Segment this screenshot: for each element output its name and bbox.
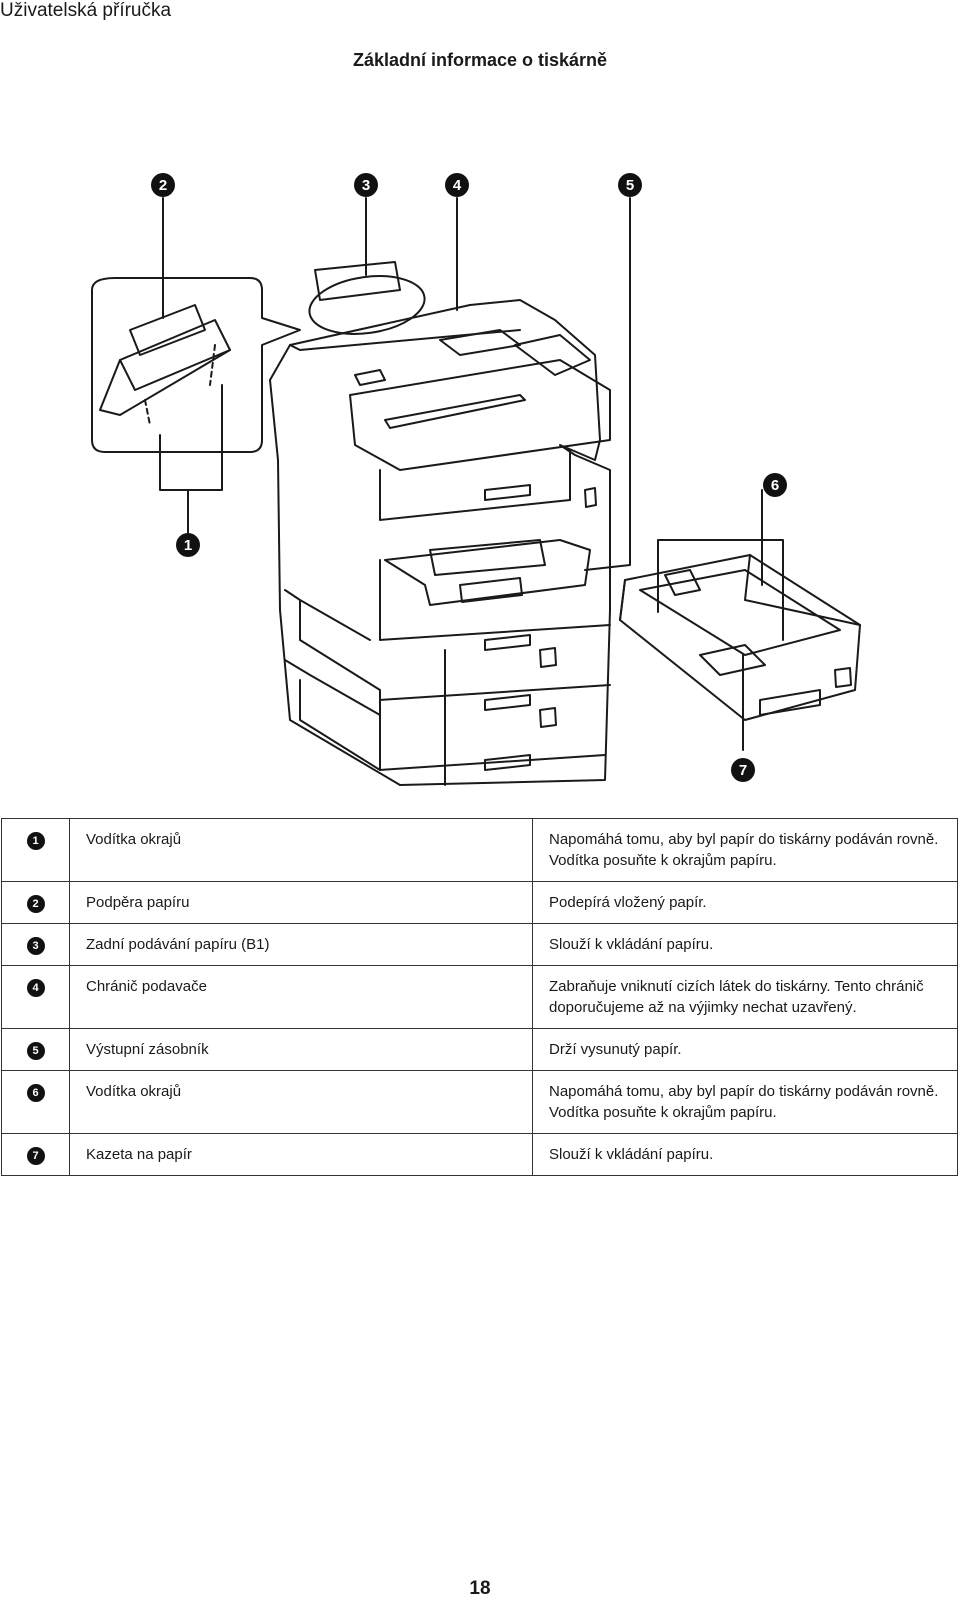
part-description: Podepírá vložený papír. [532,881,958,924]
svg-text:5: 5 [626,177,634,194]
number-badge: 2 [26,895,45,913]
part-name: Kazeta na papír [69,1133,533,1176]
table-row: 3 Zadní podávání papíru (B1) Slouží k vk… [1,923,958,966]
number-badge: 3 [26,937,45,955]
part-name: Vodítka okrajů [69,1070,533,1134]
printer-illustration: 1 2 3 4 5 6 7 [0,150,960,800]
part-description: Zabraňuje vniknutí cizích látek do tiská… [532,965,958,1029]
svg-text:2: 2 [159,177,167,194]
svg-text:4: 4 [453,177,462,194]
part-description: Drží vysunutý papír. [532,1028,958,1071]
printer-body [269,261,611,786]
running-header: Uživatelská příručka [0,0,172,21]
callout-5: 5 [618,173,642,197]
part-description: Napomáhá tomu, aby byl papír do tiskárny… [532,1070,958,1134]
svg-text:6: 6 [771,477,779,494]
svg-text:7: 7 [739,762,747,779]
number-badge: 5 [26,1042,45,1060]
part-name: Vodítka okrajů [69,818,533,882]
inset-bubble [91,277,301,521]
part-description: Napomáhá tomu, aby byl papír do tiskárny… [532,818,958,882]
number-badge: 6 [26,1084,45,1102]
page-number: 18 [469,1578,491,1599]
callout-7: 7 [731,758,755,782]
parts-table: 1 Vodítka okrajů Napomáhá tomu, aby byl … [1,818,958,1176]
svg-text:3: 3 [362,177,370,194]
callout-1: 1 [176,533,200,557]
number-badge: 1 [26,832,45,850]
part-description: Slouží k vkládání papíru. [532,923,958,966]
svg-text:1: 1 [184,537,192,554]
callout-4: 4 [445,173,469,197]
part-name: Podpěra papíru [69,881,533,924]
part-description: Slouží k vkládání papíru. [532,1133,958,1176]
callout-6: 6 [763,473,787,497]
table-row: 7 Kazeta na papír Slouží k vkládání papí… [1,1133,958,1176]
number-badge: 7 [26,1147,45,1165]
callout-3: 3 [354,173,378,197]
section-title: Základní informace o tiskárně [352,50,608,70]
table-row: 4 Chránič podavače Zabraňuje vniknutí ci… [1,965,958,1029]
table-row: 6 Vodítka okrajů Napomáhá tomu, aby byl … [1,1070,958,1134]
table-row: 2 Podpěra papíru Podepírá vložený papír. [1,881,958,924]
number-badge: 4 [26,979,45,997]
part-name: Chránič podavače [69,965,533,1029]
callout-2: 2 [151,173,175,197]
paper-cassette [619,554,861,721]
table-row: 1 Vodítka okrajů Napomáhá tomu, aby byl … [1,818,958,882]
part-name: Výstupní zásobník [69,1028,533,1071]
table-row: 5 Výstupní zásobník Drží vysunutý papír. [1,1028,958,1071]
part-name: Zadní podávání papíru (B1) [69,923,533,966]
